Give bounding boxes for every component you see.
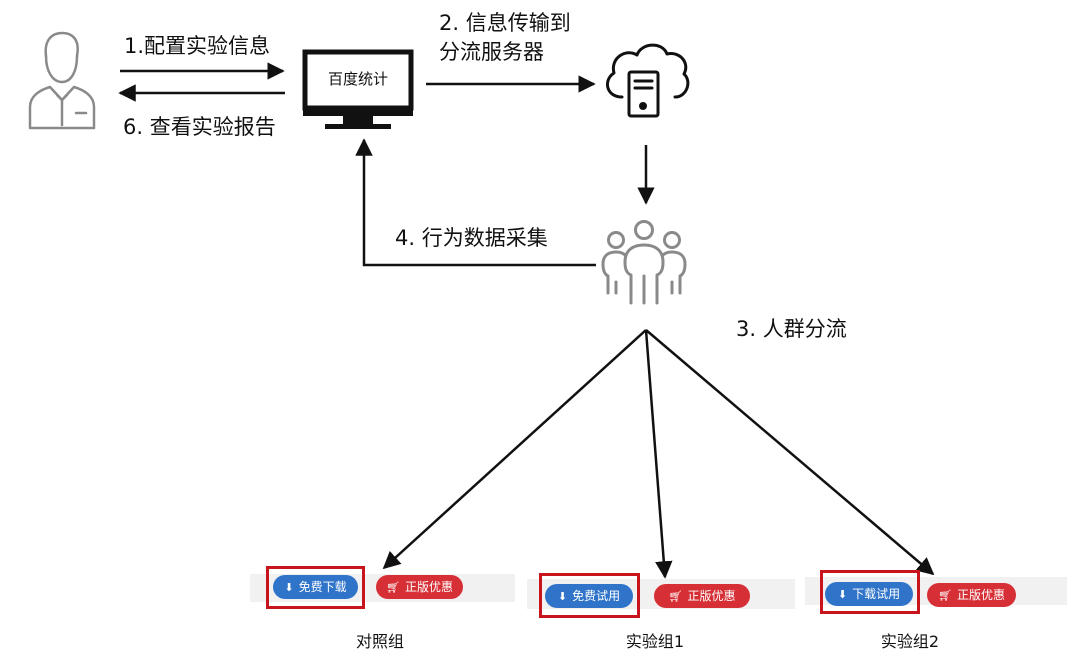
system-name: 百度统计 [327, 70, 388, 88]
control-secondary-label: 正版优惠 [404, 580, 453, 594]
connector-arrows [118, 62, 935, 579]
download-icon: ⬇ [284, 581, 294, 594]
cloud-server-icon [605, 43, 690, 118]
download-icon: ⬇ [837, 588, 848, 601]
split-arrow-group2 [645, 329, 935, 576]
control-group-label: 对照组 [355, 632, 404, 651]
group1-highlight-frame [539, 573, 640, 618]
group2-secondary-button[interactable]: 🛒︎ 正版优惠 [927, 583, 1016, 607]
step-transmit-label-line1: 2. 信息传输到 [439, 11, 571, 35]
split-arrow-control [382, 329, 647, 570]
group2-primary-button[interactable]: ⬇ 下载试用 [825, 582, 913, 606]
group1-label: 实验组1 [625, 632, 685, 651]
step-collect-label: 4. 行为数据采集 [395, 226, 548, 250]
step-report-label: 6. 查看实验报告 [123, 115, 276, 139]
group2-label: 实验组2 [880, 632, 940, 651]
control-secondary-button[interactable]: 🛒︎ 正版优惠 [376, 575, 463, 599]
group1-secondary-button[interactable]: 🛒︎ 正版优惠 [654, 584, 750, 608]
step-configure-label: 1.配置实验信息 [124, 34, 271, 58]
group1-secondary-label: 正版优惠 [687, 589, 736, 603]
control-primary-label: 免费下载 [298, 580, 347, 594]
group2-secondary-label: 正版优惠 [956, 588, 1005, 602]
group2-primary-label: 下载试用 [852, 587, 901, 601]
control-highlight-frame [266, 566, 365, 609]
control-primary-button[interactable]: ⬇ 免费下载 [273, 575, 358, 599]
cart-icon: 🛒︎ [668, 590, 683, 603]
collect-arrow [355, 138, 596, 267]
cart-icon: 🛒︎ [386, 581, 400, 594]
split-arrow-group1 [644, 329, 673, 579]
download-icon: ⬇ [557, 590, 568, 603]
step-split-label: 3. 人群分流 [736, 317, 847, 341]
group2-highlight-frame [820, 570, 920, 614]
monitor-icon [302, 49, 414, 129]
cart-icon: 🛒︎ [938, 589, 952, 602]
group1-primary-label: 免费试用 [572, 589, 621, 603]
people-group-icon [601, 220, 687, 305]
user-icon [28, 31, 96, 130]
group1-primary-button[interactable]: ⬇ 免费试用 [545, 584, 633, 608]
step-transmit-label-line2: 分流服务器 [439, 40, 544, 64]
